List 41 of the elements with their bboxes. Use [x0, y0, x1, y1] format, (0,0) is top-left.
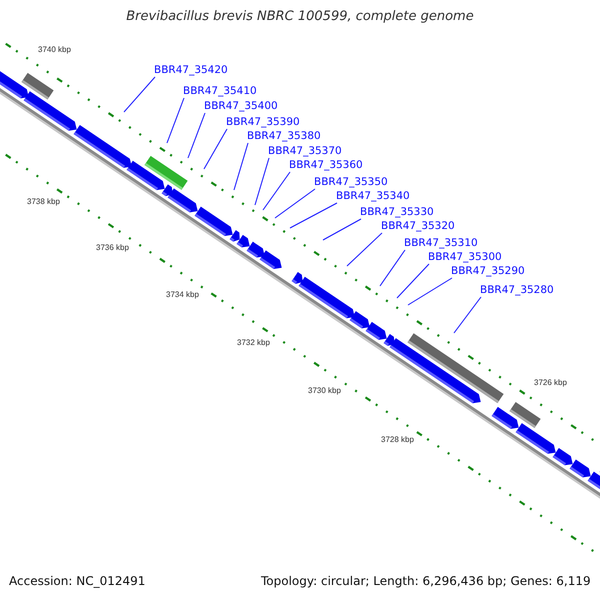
- gene-label: BBR47_35300: [428, 251, 502, 263]
- diagram-title: Brevibacillus brevis NBRC 100599, complete genome: [125, 9, 475, 24]
- gene-label: BBR47_35340: [336, 190, 410, 202]
- gene-label: BBR47_35380: [247, 130, 321, 142]
- gene-label: BBR47_35420: [154, 64, 228, 76]
- footer-text: Accession: NC_012491: [9, 574, 146, 588]
- gene-label: BBR47_35360: [289, 159, 363, 171]
- gene-label: BBR47_35320: [381, 220, 455, 232]
- scale-tick-label: 3730 kbp: [308, 386, 341, 396]
- gene-label: BBR47_35400: [204, 100, 278, 112]
- scale-tick-label: 3728 kbp: [381, 435, 414, 444]
- leader-line: [346, 232, 382, 266]
- scale-tick-label: 3734 kbp: [166, 290, 199, 300]
- gene-label: BBR47_35310: [404, 237, 478, 249]
- leader-line: [290, 202, 338, 228]
- leader-line: [396, 264, 430, 298]
- leader-line: [262, 172, 290, 210]
- gene-label: BBR47_35390: [226, 116, 300, 128]
- leader-line: [166, 98, 184, 144]
- gene-label: BBR47_35330: [360, 206, 434, 218]
- leader-line: [274, 188, 316, 218]
- leader-line: [408, 278, 452, 306]
- scale-tick-label: 3736 kbp: [96, 243, 129, 252]
- scale-tick-label: 3726 kbp: [534, 378, 567, 387]
- gene-label: BBR47_35280: [480, 284, 554, 296]
- leader-line: [322, 218, 362, 240]
- scale-tick-label: 3732 kbp: [237, 338, 270, 348]
- gene-label: BBR47_35350: [314, 176, 388, 188]
- leader-line: [454, 296, 482, 334]
- gene-label: BBR47_35370: [268, 145, 342, 157]
- leader-line: [254, 158, 270, 206]
- leader-line: [188, 112, 206, 158]
- scale-tick-label: 3738 kbp: [27, 196, 60, 206]
- footer-text: Topology: circular; Length: 6,296,436 bp; Genes: 6,119: [261, 574, 591, 588]
- leader-line: [124, 76, 156, 112]
- leader-line: [204, 128, 228, 170]
- leader-line: [234, 142, 248, 190]
- leader-line: [380, 250, 406, 286]
- gene-label: BBR47_35410: [183, 85, 257, 97]
- scale-tick-label: 3740 kbp: [38, 45, 71, 54]
- gene-label: BBR47_35290: [451, 265, 525, 277]
